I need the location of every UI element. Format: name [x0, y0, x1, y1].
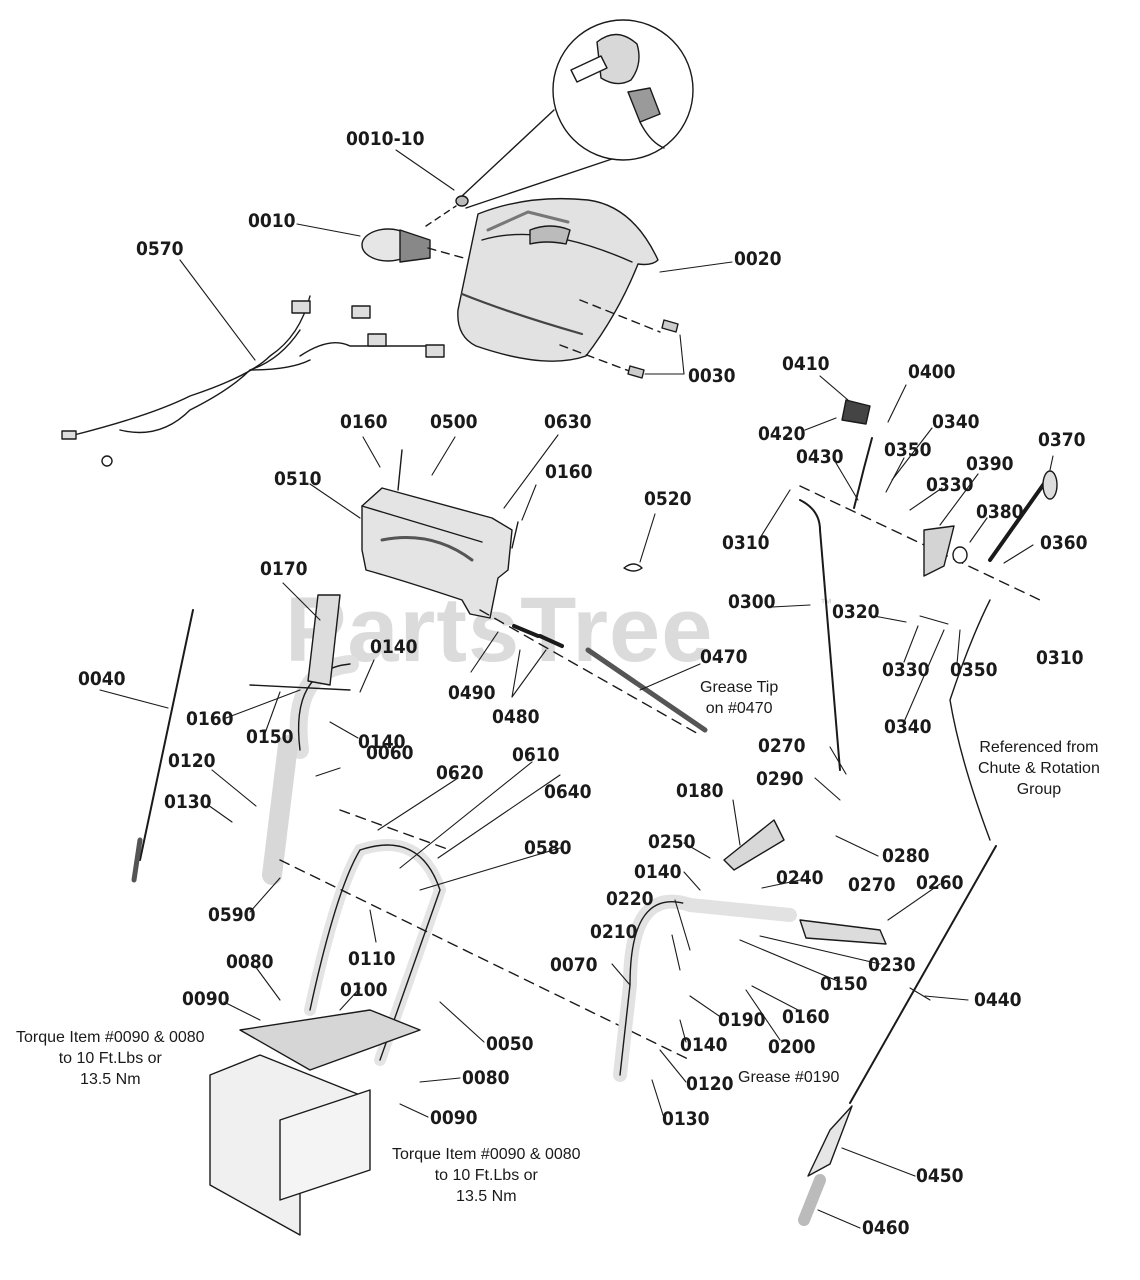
callout-0340: 0340 [884, 716, 932, 738]
callout-0090: 0090 [430, 1107, 478, 1129]
callout-0130: 0130 [164, 791, 212, 813]
callout-0300: 0300 [728, 591, 776, 613]
clip-part [623, 563, 643, 572]
callout-0590: 0590 [208, 904, 256, 926]
callout-0090: 0090 [182, 988, 230, 1010]
callout-0370: 0370 [1038, 429, 1086, 451]
note-grease-tip: Grease Tip on #0470 [700, 679, 779, 717]
callout-0120: 0120 [686, 1073, 734, 1095]
callout-0250: 0250 [648, 831, 696, 853]
callout-0640: 0640 [544, 781, 592, 803]
chute-control-bracket [923, 470, 1058, 841]
callout-0330: 0330 [926, 474, 974, 496]
callout-0260: 0260 [916, 872, 964, 894]
note-referenced-from: Referenced from Chute & Rotation Group [978, 739, 1100, 798]
callout-0460: 0460 [862, 1217, 910, 1239]
callout-0620: 0620 [436, 762, 484, 784]
callout-0140: 0140 [358, 731, 406, 753]
callout-0610: 0610 [512, 744, 560, 766]
callout-0220: 0220 [606, 888, 654, 910]
callout-0430: 0430 [796, 446, 844, 468]
callout-0160: 0160 [340, 411, 388, 433]
callout-0160: 0160 [782, 1006, 830, 1028]
drive-cable [131, 609, 194, 883]
left-handle [249, 594, 359, 885]
wire-harness [61, 295, 445, 467]
callout-0290: 0290 [756, 768, 804, 790]
callout-0180: 0180 [676, 780, 724, 802]
note-torque-bottom: Torque Item #0090 & 0080 to 10 Ft.Lbs or… [392, 1146, 581, 1205]
callout-0080: 0080 [462, 1067, 510, 1089]
callout-0170: 0170 [260, 558, 308, 580]
callout-0150: 0150 [246, 726, 294, 748]
callout-0190: 0190 [718, 1009, 766, 1031]
callout-0450: 0450 [916, 1165, 964, 1187]
callout-0200: 0200 [768, 1036, 816, 1058]
callout-0330: 0330 [882, 659, 930, 681]
callout-0510: 0510 [274, 468, 322, 490]
shift-lever-rod [799, 399, 1041, 771]
callout-0310: 0310 [1036, 647, 1084, 669]
callout-0270: 0270 [758, 735, 806, 757]
callout-0340: 0340 [932, 411, 980, 433]
callout-0140: 0140 [370, 636, 418, 658]
callout-0120: 0120 [168, 750, 216, 772]
callout-0580: 0580 [524, 837, 572, 859]
callout-0350: 0350 [884, 439, 932, 461]
shift-rod [512, 624, 708, 733]
callout-0480: 0480 [492, 706, 540, 728]
callout-0160: 0160 [545, 461, 593, 483]
callout-0230: 0230 [868, 954, 916, 976]
note-torque-left: Torque Item #0090 & 0080 to 10 Ft.Lbs or… [16, 1029, 205, 1088]
auger-cable [798, 845, 997, 1226]
callout-0310: 0310 [722, 532, 770, 554]
callout-0270: 0270 [848, 874, 896, 896]
callout-0350: 0350 [950, 659, 998, 681]
callout-0100: 0100 [340, 979, 388, 1001]
right-handle [613, 819, 887, 1082]
callout-0320: 0320 [832, 601, 880, 623]
callout-0380: 0380 [976, 501, 1024, 523]
callout-0070: 0070 [550, 954, 598, 976]
callout-0010-10: 0010-10 [346, 128, 425, 150]
leader-lines [99, 149, 1054, 1229]
callout-0420: 0420 [758, 423, 806, 445]
callout-0150: 0150 [820, 973, 868, 995]
callout-0140: 0140 [680, 1034, 728, 1056]
callout-0240: 0240 [776, 867, 824, 889]
callout-0130: 0130 [662, 1108, 710, 1130]
callout-0440: 0440 [974, 989, 1022, 1011]
callout-0570: 0570 [136, 238, 184, 260]
dashboard-panel [457, 197, 679, 379]
callout-0360: 0360 [1040, 532, 1088, 554]
callout-0470: 0470 [700, 646, 748, 668]
callout-0030: 0030 [688, 365, 736, 387]
callout-0520: 0520 [644, 488, 692, 510]
headlight-assembly [361, 195, 479, 263]
callout-0400: 0400 [908, 361, 956, 383]
callout-0010: 0010 [248, 210, 296, 232]
callout-0390: 0390 [966, 453, 1014, 475]
callout-0210: 0210 [590, 921, 638, 943]
note-grease-0190: Grease #0190 [738, 1069, 840, 1086]
callout-0140: 0140 [634, 861, 682, 883]
callout-0040: 0040 [78, 668, 126, 690]
frame-plates [209, 1009, 421, 1236]
callout-0160: 0160 [186, 708, 234, 730]
callout-0060: 0060 [366, 742, 414, 764]
callout-0280: 0280 [882, 845, 930, 867]
callout-0110: 0110 [348, 948, 396, 970]
callout-0630: 0630 [544, 411, 592, 433]
callout-0410: 0410 [782, 353, 830, 375]
control-housing [361, 449, 701, 736]
callout-0500: 0500 [430, 411, 478, 433]
callout-0020: 0020 [734, 248, 782, 270]
callout-0490: 0490 [448, 682, 496, 704]
callout-0050: 0050 [486, 1033, 534, 1055]
headlight-detail-inset [461, 19, 694, 209]
callout-0080: 0080 [226, 951, 274, 973]
lower-handle [279, 809, 691, 1066]
